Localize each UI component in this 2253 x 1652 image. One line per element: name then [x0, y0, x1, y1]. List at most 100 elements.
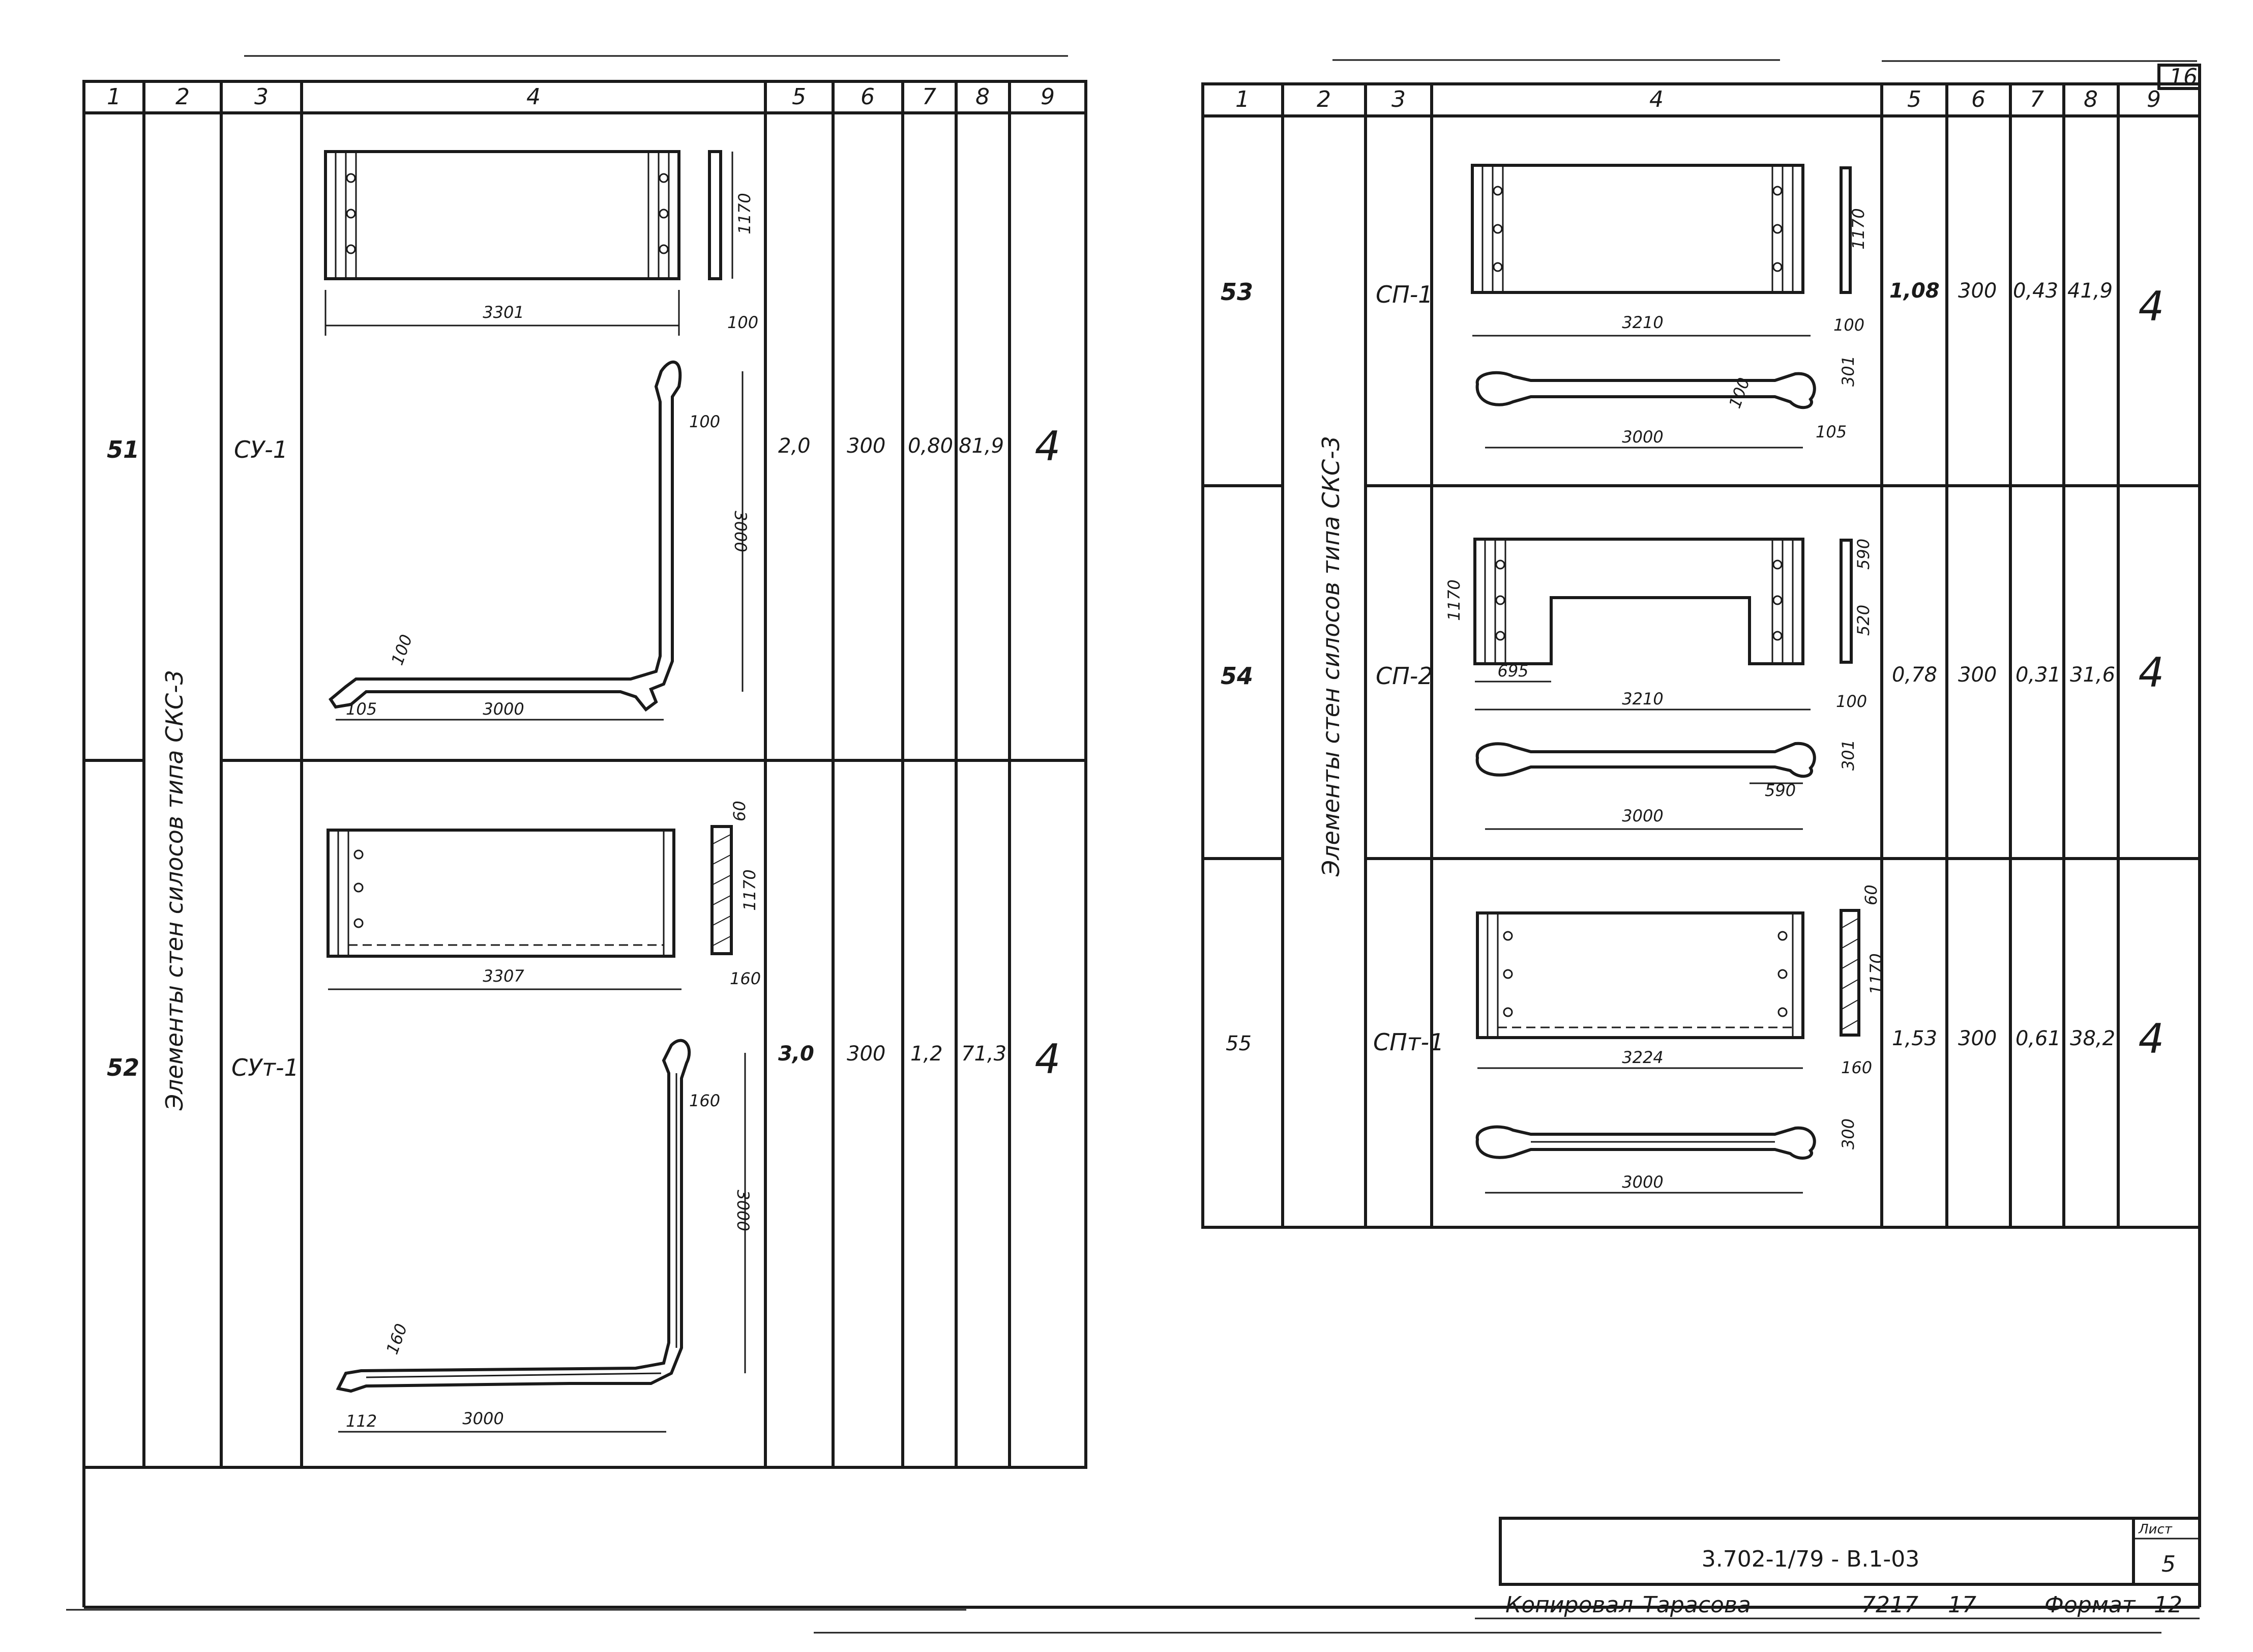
dim-thickness: 100 [1836, 692, 1867, 711]
row-52-col5: 3,0 [778, 1042, 814, 1066]
row-52-drawing: 3307 1170 160 60 3000 160 160 3000 112 [327, 801, 761, 1433]
footer-format-label: Формат [2044, 1592, 2136, 1618]
dim-height: 1170 [1849, 208, 1868, 249]
dim-horizontal-leg: 3000 [462, 1409, 503, 1428]
row-51-col8: 81,9 [959, 434, 1004, 458]
header-col-3: 3 [1391, 86, 1406, 112]
dim-vertical-leg: 3000 [731, 511, 750, 552]
row-51-col5: 2,0 [778, 434, 811, 458]
header-col-8: 8 [975, 84, 990, 110]
row-51-mark: СУ-1 [234, 436, 288, 463]
footer-order: 7217 [1861, 1592, 1918, 1618]
header-col-4: 4 [526, 84, 541, 110]
row-53-col6: 300 [1958, 279, 1997, 303]
dim-top: 60 [730, 801, 749, 821]
dim-vertical-thickness: 160 [689, 1091, 720, 1110]
row-55-mark: СПт-1 [1373, 1028, 1444, 1056]
row-53-drawing: 3210 1170 100 3000 100 301 105 [1471, 164, 1868, 449]
header-col-1: 1 [1235, 86, 1250, 112]
row-54-number: 54 [1221, 662, 1253, 690]
header-col-2: 2 [1317, 86, 1331, 112]
row-52-col8: 71,3 [961, 1042, 1006, 1066]
header-col-3: 3 [254, 84, 269, 110]
header-col-7: 7 [922, 84, 936, 110]
row-55-col8: 38,2 [2070, 1027, 2115, 1050]
row-53-col5: 1,08 [1889, 279, 1940, 303]
dim-offset: 695 [1497, 661, 1528, 681]
header-col-5: 5 [792, 84, 806, 110]
dim-top: 60 [1861, 884, 1881, 905]
row-54-drawing: 1170 695 3210 590 520 100 590 3000 301 [1444, 538, 1873, 830]
dim-height: 1170 [740, 869, 759, 910]
row-53-number: 53 [1221, 278, 1253, 306]
row-55-col7: 0,61 [2015, 1027, 2061, 1050]
dim-span: 3000 [1622, 427, 1663, 447]
dim-height: 1170 [1866, 953, 1886, 994]
dim-plan-length: 3307 [483, 966, 524, 986]
dim-thickness: 160 [730, 969, 761, 988]
header-col-7: 7 [2030, 86, 2044, 112]
dim-span: 3000 [1622, 806, 1663, 825]
row-53-col7: 0,43 [2013, 279, 2058, 303]
row-55-drawing: 3224 1170 60 160 3000 300 [1475, 884, 1886, 1194]
dim-end-height: 300 [1839, 1118, 1858, 1149]
row-51-drawing: 3301 1170 100 3000 100 100 3000 105 [324, 150, 758, 721]
dim-plan-length: 3301 [483, 303, 524, 322]
row-52-col6: 300 [847, 1042, 885, 1066]
row-54-col6: 300 [1958, 663, 1997, 687]
sheet-label: Лист [2138, 1522, 2173, 1537]
footer-format-value: 12 [2154, 1592, 2182, 1618]
row-52-col9: 4 [1035, 1036, 1061, 1083]
dim-end: 112 [346, 1411, 377, 1431]
dim-upper: 590 [1854, 539, 1873, 570]
dim-end-height: 301 [1839, 356, 1858, 387]
dim-height: 1170 [1444, 579, 1464, 621]
dim-plan-length: 3224 [1622, 1048, 1663, 1067]
row-52-mark: СУт-1 [231, 1054, 299, 1081]
dim-thickness: 100 [727, 313, 758, 332]
dim-cut: 590 [1765, 781, 1796, 800]
header-col-9: 9 [1041, 84, 1055, 110]
sheet-number: 16 [2169, 64, 2198, 90]
dim-plan-length: 3210 [1622, 313, 1663, 332]
drawing-code: 3.702-1/79 - В.1-03 [1702, 1546, 1920, 1572]
row-54-col7: 0,31 [2015, 663, 2061, 687]
row-54-mark: СП-2 [1376, 662, 1433, 690]
dim-vertical-leg: 3000 [733, 1190, 753, 1231]
header-col-5: 5 [1907, 86, 1921, 112]
header-col-6: 6 [1971, 86, 1985, 112]
dim-horizontal-thickness: 100 [388, 632, 417, 667]
row-53-col8: 41,9 [2067, 279, 2113, 303]
row-51-col7: 0,80 [908, 434, 953, 458]
dim-lower: 520 [1854, 605, 1873, 636]
row-51-number: 51 [107, 436, 139, 463]
sheet-number-box: 16 [2157, 64, 2201, 90]
row-55-number: 55 [1226, 1032, 1252, 1055]
dim-plan-length: 3210 [1622, 689, 1663, 709]
header-col-6: 6 [861, 84, 875, 110]
header-col-9: 9 [2147, 86, 2161, 112]
footer-copied: Копировал [1505, 1592, 1633, 1618]
dim-end-offset: 105 [1816, 422, 1847, 441]
dim-span: 3000 [1622, 1172, 1663, 1192]
title-block: Лист 5 3.702-1/79 - В.1-03 [1499, 1517, 2201, 1586]
dim-end-height: 301 [1839, 740, 1858, 771]
row-54-col9: 4 [2139, 649, 2165, 696]
row-53-mark: СП-1 [1376, 281, 1433, 308]
footer-stamp: Копировал Тарасова 7217 17 Формат 12 [814, 1592, 2200, 1634]
dim-horizontal-leg: 3000 [483, 699, 524, 719]
dim-horizontal-thickness: 160 [382, 1321, 411, 1356]
row-53-col9: 4 [2139, 283, 2165, 330]
dim-height: 1170 [735, 193, 754, 234]
header-col-8: 8 [2084, 86, 2098, 112]
sheet-page-number: 5 [2161, 1551, 2176, 1577]
row-51-col9: 4 [1035, 423, 1061, 470]
row-52-number: 52 [107, 1054, 139, 1081]
header-col-4: 4 [1649, 86, 1664, 112]
group-label: Элементы стен силосов типа СКС-3 [161, 670, 188, 1111]
row-54-col5: 0,78 [1892, 663, 1937, 687]
right-table: 1 2 3 4 5 6 7 8 9 Элементы стен силосов … [1201, 82, 2201, 1229]
group-label: Элементы стен силосов типа СКС-3 [1317, 436, 1345, 877]
dim-thickness: 100 [1833, 315, 1864, 335]
